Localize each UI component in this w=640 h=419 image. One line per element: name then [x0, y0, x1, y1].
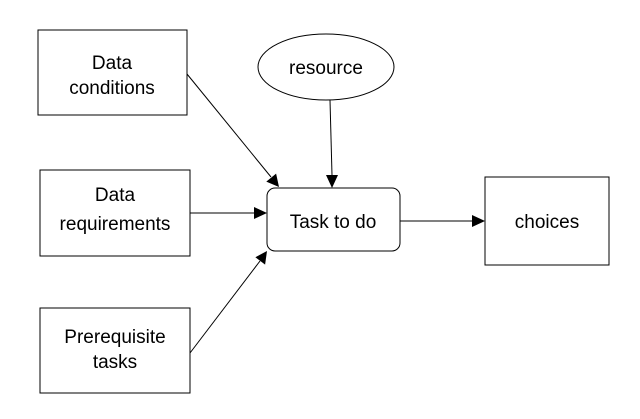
node-task-to-do: Task to do — [266, 187, 401, 252]
node-prerequisite-tasks-line-1: Prerequisite — [64, 327, 165, 348]
node-data-requirements: Data requirements — [39, 169, 191, 257]
node-resource-label: resource — [289, 58, 363, 79]
node-resource: resource — [257, 33, 395, 101]
edge-resource-to-task — [326, 99, 338, 188]
node-choices: choices — [484, 176, 610, 266]
edge-data-requirements-to-task — [190, 207, 267, 219]
node-prerequisite-tasks-line-2: tasks — [93, 352, 137, 373]
node-data-requirements-line-2: requirements — [60, 214, 171, 235]
node-choices-label: choices — [515, 212, 579, 233]
node-data-requirements-line-1: Data — [95, 185, 136, 206]
node-data-conditions-line-2: conditions — [69, 78, 155, 99]
node-data-conditions-line-1: Data — [92, 53, 133, 74]
node-data-conditions: Data conditions — [37, 29, 188, 116]
node-prerequisite-tasks: Prerequisite tasks — [39, 307, 191, 394]
edge-task-to-choices — [400, 215, 485, 227]
edge-prerequisite-tasks-to-task — [189, 251, 267, 354]
edge-data-conditions-to-task — [186, 73, 279, 187]
node-task-to-do-label: Task to do — [290, 212, 377, 233]
